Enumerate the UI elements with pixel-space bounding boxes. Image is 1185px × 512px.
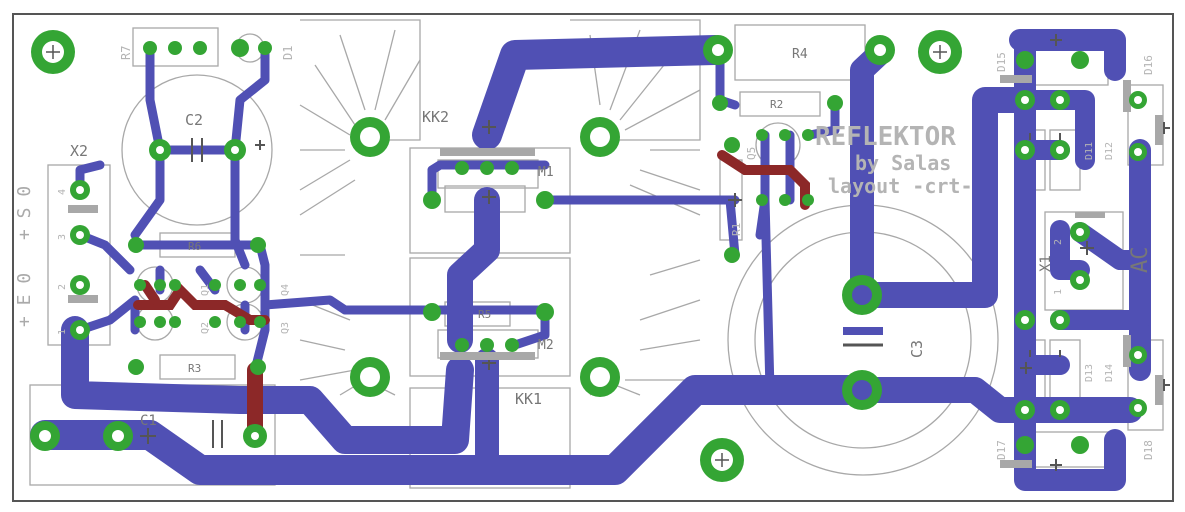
label-r6: R6 [188, 240, 201, 253]
label-m1: M1 [538, 165, 554, 180]
label-d15: D15 [995, 52, 1008, 72]
label-r4: R4 [792, 47, 808, 62]
x2-pin-4: 4 [57, 189, 68, 195]
label-d1: D1 [281, 46, 295, 60]
label-c2: C2 [185, 111, 203, 129]
connector-marks [68, 75, 1163, 468]
mount-hole-bc [700, 438, 744, 482]
label-r1: R1 [730, 223, 743, 236]
label-c3: C3 [908, 340, 926, 358]
trace-c3-right [849, 87, 1033, 308]
label-q3: Q3 [280, 322, 291, 334]
heatsink-top-outline [299, 19, 701, 216]
trace-q5-bridge [717, 150, 810, 210]
edge-label-bottom: + E 0 [14, 273, 35, 327]
title-line2: by Salas [855, 151, 951, 175]
label-q5: Q5 [745, 147, 758, 160]
label-d18: D18 [1142, 440, 1155, 460]
r3-body [159, 354, 236, 380]
label-d16: D16 [1142, 55, 1155, 75]
label-c1: C1 [140, 413, 157, 429]
label-q4: Q4 [280, 284, 291, 296]
title-line1: REFLEKTOR [815, 122, 956, 152]
c2-outline [121, 74, 273, 226]
label-r3: R3 [188, 362, 201, 375]
trace-bridge-ac2 [1050, 220, 1090, 280]
label-q2: Q2 [200, 322, 211, 334]
edge-label-top: + S 0 [14, 186, 35, 240]
label-q1: Q1 [200, 284, 211, 296]
trace-q-bridge [133, 282, 270, 325]
label-kk1: KK1 [515, 390, 542, 408]
label-m2: M2 [538, 338, 554, 353]
pads-layer [30, 30, 1147, 482]
label-d17: D17 [995, 440, 1008, 460]
label-r2: R2 [770, 98, 783, 111]
x2-pin-2: 2 [57, 284, 68, 290]
label-r5: R5 [478, 308, 491, 321]
x1-pin-2: 2 [1053, 239, 1064, 245]
label-x1: X1 [1038, 255, 1054, 272]
trace-q-small [140, 280, 160, 305]
trace-c3-lower [849, 377, 1143, 423]
label-kk2: KK2 [422, 108, 449, 126]
trace-bridge-ac1 [1070, 222, 1150, 270]
trace-bridge-mid1 [1015, 90, 1095, 170]
trace-bridge-left [1014, 29, 1126, 491]
x2-pin-3: 3 [57, 234, 68, 240]
label-d12: D12 [1104, 142, 1115, 160]
label-d13: D13 [1084, 364, 1095, 382]
r7-body [132, 27, 219, 67]
x2-pin-1: 1 [57, 329, 68, 335]
board-outline [12, 13, 1174, 502]
mount-hole-tl [31, 30, 75, 74]
r2-body [739, 91, 821, 117]
label-d11: D11 [1084, 142, 1095, 160]
title-line3: layout -crt- [828, 174, 973, 198]
trace-top-r4 [472, 35, 730, 150]
label-ac: AC [1128, 247, 1153, 274]
board-title: REFLEKTOR by Salas layout -crt- [815, 122, 973, 198]
label-x2: X2 [70, 142, 88, 160]
label-d14: D14 [1104, 364, 1115, 382]
label-r7: R7 [119, 46, 133, 60]
mount-hole-tr [918, 30, 962, 74]
x1-pin-1: 1 [1053, 289, 1064, 295]
trace-lower-left [61, 316, 474, 454]
board-labels: R7 D1 C2 KK2 M1 R4 R2 Q5 R1 X2 R6 Q1 Q4 … [14, 46, 1155, 460]
